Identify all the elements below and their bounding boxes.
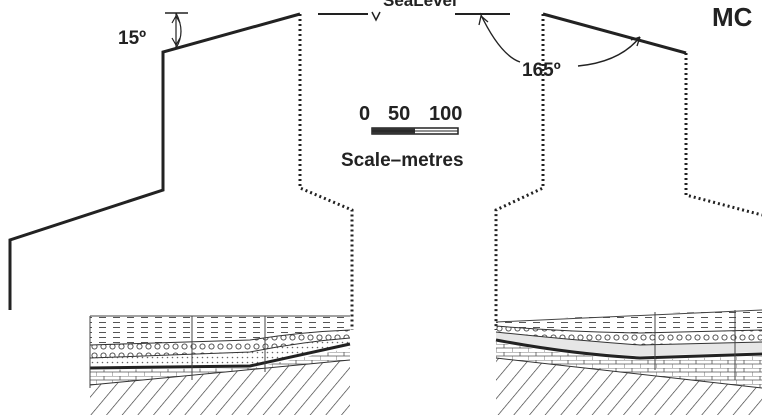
scale-tick-0: 0 <box>359 103 370 125</box>
angle-marker-left <box>165 12 188 49</box>
angle-label-left: 15º <box>118 28 146 49</box>
angle-marker-right <box>478 12 641 67</box>
right-sediment-section <box>495 309 762 415</box>
left-sediment-section <box>89 315 351 415</box>
right-wall-profile <box>494 12 762 330</box>
sea-level-label: SeaLevel <box>383 0 457 10</box>
sea-level-marker <box>318 11 510 22</box>
partial-title-text: MC <box>712 2 753 32</box>
scale-caption: Scale–metres <box>341 150 464 171</box>
scale-tick-50: 50 <box>388 103 410 125</box>
left-wall-profile <box>8 12 354 330</box>
angle-label-right: 165º <box>522 60 561 81</box>
scale-bar <box>371 127 459 135</box>
scale-tick-100: 100 <box>429 103 462 125</box>
